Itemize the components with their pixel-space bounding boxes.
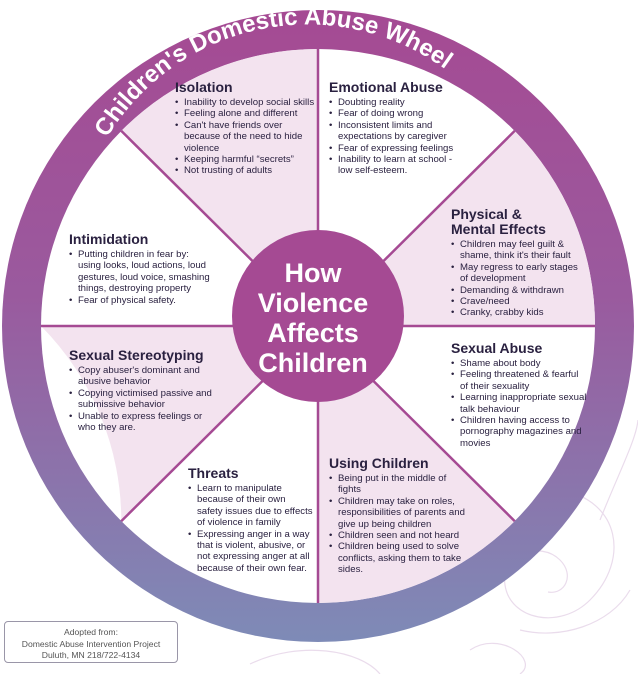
credit-line-1: Adopted from: xyxy=(64,627,118,637)
threats-list: Learn to manipulate because of their own… xyxy=(188,483,313,574)
sexual-abuse-list: Shame about bodyFeeling threatened & fea… xyxy=(451,358,589,449)
list-item: Expressing anger in a way that is violen… xyxy=(188,529,313,575)
threats-title: Threats xyxy=(188,465,239,481)
hub-title: How Violence Affects Children xyxy=(257,258,369,378)
hub-circle xyxy=(232,230,404,402)
emotional-abuse-title: Emotional Abuse xyxy=(329,79,443,95)
list-item: Not trusting of adults xyxy=(175,165,315,177)
list-item: Fear of expressing feelings xyxy=(329,143,459,155)
credit-line-3: Duluth, MN 218/722-4134 xyxy=(41,650,141,660)
intimidation-title: Intimidation xyxy=(69,231,149,247)
list-item: Keeping harmful “secrets” xyxy=(175,154,315,166)
emotional-abuse-list: Doubting realityFear of doing wrongIncon… xyxy=(329,97,459,177)
list-item: Unable to express feelings or who they a… xyxy=(69,411,214,434)
using-children-title: Using Children xyxy=(329,455,429,471)
list-item: May regress to early stages of developme… xyxy=(451,262,579,285)
list-item: Feeling alone and different xyxy=(175,108,315,120)
physical-mental-list: Children may feel guilt & shame, think i… xyxy=(451,239,579,319)
sexual-stereotyping-title: Sexual Stereotyping xyxy=(69,347,204,363)
list-item: Fear of doing wrong xyxy=(329,108,459,120)
credit-line-2: Domestic Abuse Intervention Project xyxy=(21,638,161,649)
list-item: Learn to manipulate because of their own… xyxy=(188,483,313,529)
list-item: Can't have friends over because of the n… xyxy=(175,120,315,154)
list-item: Children may feel guilt & shame, think i… xyxy=(451,239,579,262)
intimidation-list: Putting children in fear by: using looks… xyxy=(69,249,214,306)
list-item: Shame about body xyxy=(451,358,589,370)
list-item: Cranky, crabby kids xyxy=(451,307,579,319)
list-item: Learning inappropriate sexual talk behav… xyxy=(451,392,589,415)
list-item: Being put in the middle of fights xyxy=(329,473,469,496)
list-item: Children being used to solve conflicts, … xyxy=(329,541,469,575)
sexual-stereotyping-list: Copy abuser's dominant and abusive behav… xyxy=(69,365,214,433)
isolation-title: Isolation xyxy=(175,79,233,95)
list-item: Inability to learn at school - low self-… xyxy=(329,154,459,177)
list-item: Children may take on roles, responsibili… xyxy=(329,496,469,530)
list-item: Putting children in fear by: using looks… xyxy=(69,249,214,295)
list-item: Inability to develop social skills xyxy=(175,97,315,109)
sexual-abuse-title: Sexual Abuse xyxy=(451,340,543,356)
list-item: Feeling threatened & fearful of their se… xyxy=(451,369,589,392)
using-children-list: Being put in the middle of fightsChildre… xyxy=(329,473,469,576)
list-item: Copy abuser's dominant and abusive behav… xyxy=(69,365,214,388)
list-item: Crave/need xyxy=(451,296,579,308)
credit-box: Adopted from: Domestic Abuse Interventio… xyxy=(4,621,178,663)
list-item: Copying victimised passive and submissiv… xyxy=(69,388,214,411)
physical-mental-title: Physical & Mental Effects xyxy=(451,206,546,237)
list-item: Fear of physical safety. xyxy=(69,295,214,307)
list-item: Doubting reality xyxy=(329,97,459,109)
isolation-list: Inability to develop social skillsFeelin… xyxy=(175,97,315,177)
decorative-swirl xyxy=(249,419,638,674)
list-item: Children having access to pornography ma… xyxy=(451,415,589,449)
list-item: Inconsistent limits and expectations by … xyxy=(329,120,459,143)
list-item: Demanding & withdrawn xyxy=(451,285,579,297)
list-item: Children seen and not heard xyxy=(329,530,469,542)
